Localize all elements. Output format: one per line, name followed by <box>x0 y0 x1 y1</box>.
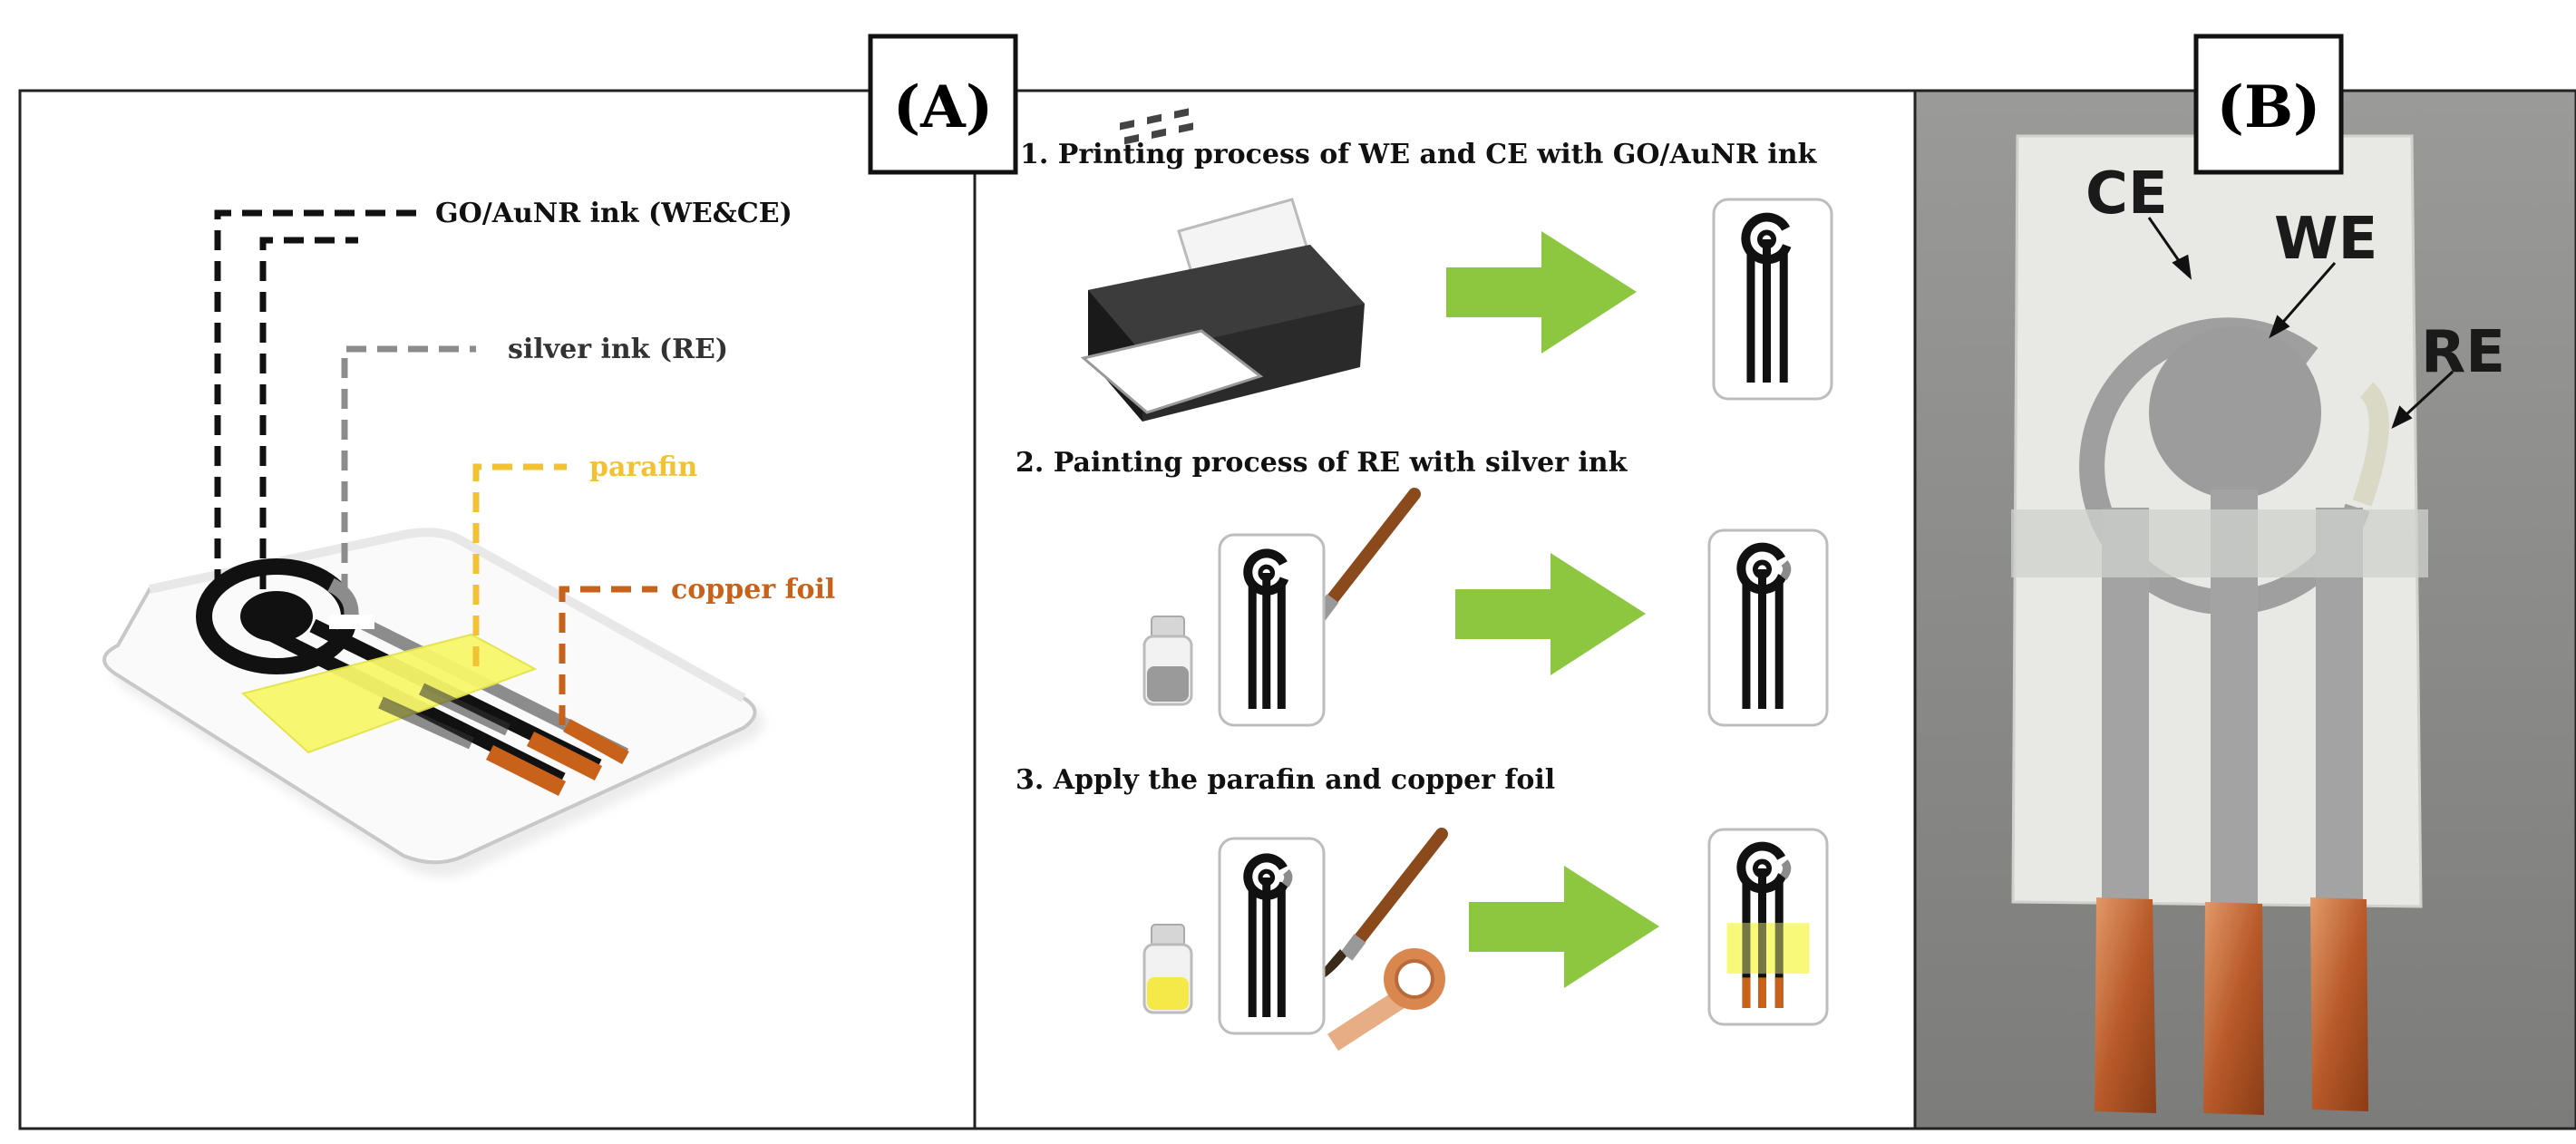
photo-label-ce: CE <box>2085 160 2168 228</box>
badge-b: (B) <box>2193 34 2344 175</box>
photo-reference-electrode <box>2352 382 2389 507</box>
photo-paraffin-band <box>2011 509 2428 577</box>
electrode-head <box>196 558 374 674</box>
legend-silver-ink: silver ink (RE) <box>508 334 728 365</box>
paraffin-layer <box>240 633 538 754</box>
card-step1-result <box>1712 198 1833 401</box>
badge-a: (A) <box>868 34 1018 175</box>
step1-label: 1. Printing process of WE and CE with GO… <box>1020 139 1818 170</box>
badge-b-label: (B) <box>2217 73 2321 141</box>
photo-arrows <box>2147 217 2454 429</box>
panel-b: CE WE RE (B) <box>1913 34 2576 1130</box>
sensor-schematic: GO/AuNR ink (WE&CE) silver ink (RE) para… <box>102 198 835 877</box>
step3-label: 3. Apply the parafin and copper foil <box>1016 764 1555 796</box>
silver-leader <box>341 345 476 594</box>
silver-ink-bottle-icon <box>1142 616 1193 706</box>
copper-tape-icon <box>1327 948 1445 1052</box>
card-step2-before <box>1218 533 1326 727</box>
electrode-cards <box>1218 198 1833 1035</box>
photo-copper-foil <box>2095 897 2368 1115</box>
card-step2-result <box>1707 528 1829 727</box>
arrow-step2 <box>1455 553 1646 675</box>
legend-copper-foil: copper foil <box>671 574 835 606</box>
go-leader-outer <box>214 209 426 589</box>
copper-contacts <box>485 719 629 797</box>
badge-a-label: (A) <box>893 73 993 141</box>
copper-leader <box>559 586 657 725</box>
legend-parafin: parafin <box>589 451 697 483</box>
panel-a: (A) <box>18 34 1917 1130</box>
arrow-step1 <box>1446 231 1637 354</box>
printer-icon <box>1080 108 1365 422</box>
card-step3-result <box>1707 828 1829 1026</box>
photo-label-re: RE <box>2421 319 2505 386</box>
working-electrode <box>240 591 313 642</box>
fabrication-steps: 1. Printing process of WE and CE with GO… <box>1016 108 1833 1052</box>
arrow-step3 <box>1469 866 1659 988</box>
go-leader-inner <box>259 237 358 589</box>
parafin-bottle-icon <box>1142 924 1193 1014</box>
parafin-leader <box>472 463 567 666</box>
card-step3-before <box>1218 837 1326 1035</box>
photo-label-we: WE <box>2274 206 2377 273</box>
legend-go-ink: GO/AuNR ink (WE&CE) <box>435 198 792 229</box>
step2-label: 2. Painting process of RE with silver in… <box>1016 447 1628 479</box>
leader-lines <box>214 209 657 725</box>
photo-working-electrode <box>2149 326 2321 499</box>
